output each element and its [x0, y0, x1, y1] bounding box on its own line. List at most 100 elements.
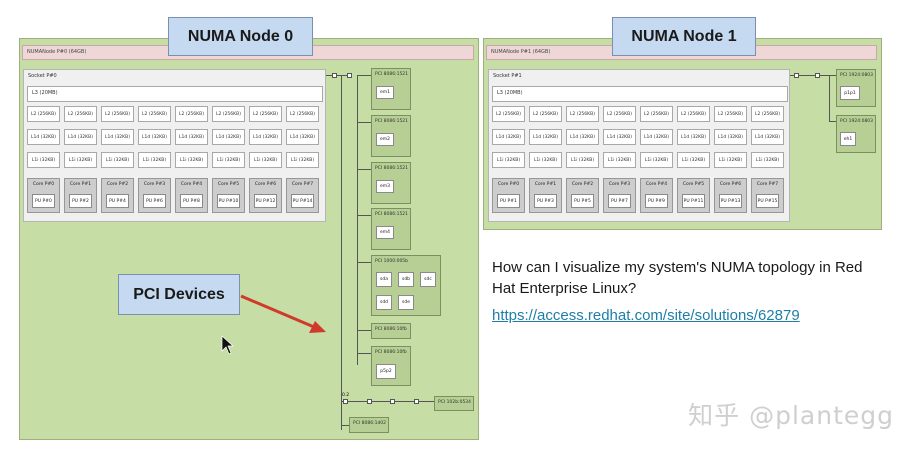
l1i-cache: L1i (32KB): [64, 152, 97, 168]
core-label: Core P#1: [534, 182, 557, 187]
bus-line: [341, 401, 434, 402]
pci-label: PCI 8086:1521: [375, 72, 409, 77]
l1d-cache: L1d (32KB): [492, 129, 525, 145]
processing-unit: PU P#13: [719, 194, 742, 208]
l1d-cache: L1d (32KB): [677, 129, 710, 145]
bus-line: [357, 215, 371, 216]
l1i-cache: L1i (32KB): [603, 152, 636, 168]
l1i-cache: L1i (32KB): [640, 152, 673, 168]
processing-unit: PU P#9: [645, 194, 668, 208]
bus-line: [820, 75, 836, 76]
processing-unit: PU P#2: [69, 194, 92, 208]
core-label: Core P#6: [719, 182, 742, 187]
l2-cache: L2 (256KB): [492, 106, 525, 122]
pci-label: PCI 8086:1521: [375, 166, 409, 171]
pci-label: PCI 1000:005b: [375, 259, 409, 264]
l2-cache: L2 (256KB): [566, 106, 599, 122]
l2-cache: L2 (256KB): [677, 106, 710, 122]
processing-unit: PU P#12: [254, 194, 277, 208]
l1d-cache: L1d (32KB): [249, 129, 282, 145]
l1i-cache: L1i (32KB): [566, 152, 599, 168]
os-device: sdb: [398, 272, 414, 287]
os-device: sda: [376, 272, 392, 287]
l1d-cache: L1d (32KB): [640, 129, 673, 145]
l1i-cache: L1i (32KB): [677, 152, 710, 168]
pci-device: PCI 102b:0534: [434, 396, 474, 411]
os-device: sdc: [420, 272, 436, 287]
solution-link[interactable]: https://access.redhat.com/site/solutions…: [492, 307, 800, 324]
l3-cache-0: L3 (20MB): [27, 86, 323, 102]
os-device: p1p1: [840, 86, 860, 100]
core-label: Core P#3: [608, 182, 631, 187]
l2-cache: L2 (256KB): [640, 106, 673, 122]
processing-unit: PU P#3: [534, 194, 557, 208]
bus-line: [357, 122, 371, 123]
l1d-cache: L1d (32KB): [138, 129, 171, 145]
core-label: Core P#5: [217, 182, 240, 187]
l1i-cache: L1i (32KB): [286, 152, 319, 168]
question-text: How can I visualize my system's NUMA top…: [492, 259, 863, 297]
pci-device: PCI 1924:0803: [836, 115, 876, 153]
os-device: eh1: [840, 132, 856, 146]
l1d-cache: L1d (32KB): [603, 129, 636, 145]
pci-label: PCI 8086:1d02: [353, 421, 387, 426]
processing-unit: PU P#10: [217, 194, 240, 208]
core-label: Core P#1: [69, 182, 92, 187]
os-device: p5p2: [376, 364, 396, 379]
cpu-core: Core P#3 PU P#7: [603, 178, 636, 213]
bus-line: [357, 169, 371, 170]
l2-cache: L2 (256KB): [101, 106, 134, 122]
os-device: em4: [376, 226, 394, 239]
core-label: Core P#0: [497, 182, 520, 187]
l2-cache: L2 (256KB): [249, 106, 282, 122]
l1d-cache: L1d (32KB): [566, 129, 599, 145]
l3-cache-1: L3 (20MB): [492, 86, 788, 102]
l2-cache: L2 (256KB): [175, 106, 208, 122]
bus-line: [829, 121, 836, 122]
l1d-cache: L1d (32KB): [751, 129, 784, 145]
os-device: em2: [376, 133, 394, 146]
socket-1-label: Socket P#1: [493, 73, 522, 79]
l2-cache: L2 (256KB): [529, 106, 562, 122]
processing-unit: PU P#6: [143, 194, 166, 208]
l1i-cache: L1i (32KB): [751, 152, 784, 168]
pci-label: PCI 1924:0803: [840, 73, 874, 78]
processing-unit: PU P#1: [497, 194, 520, 208]
l1d-cache: L1d (32KB): [101, 129, 134, 145]
l1i-cache: L1i (32KB): [138, 152, 171, 168]
bus-junction: [343, 399, 348, 404]
cpu-core: Core P#1 PU P#2: [64, 178, 97, 213]
os-device: sde: [398, 295, 414, 310]
bus-junction: [414, 399, 419, 404]
l1d-cache: L1d (32KB): [286, 129, 319, 145]
cpu-core: Core P#5 PU P#10: [212, 178, 245, 213]
l1i-cache: L1i (32KB): [492, 152, 525, 168]
cpu-core: Core P#6 PU P#13: [714, 178, 747, 213]
l2-cache: L2 (256KB): [286, 106, 319, 122]
core-label: Core P#0: [32, 182, 55, 187]
l1d-cache: L1d (32KB): [212, 129, 245, 145]
processing-unit: PU P#4: [106, 194, 129, 208]
core-label: Core P#3: [143, 182, 166, 187]
l2-cache: L2 (256KB): [751, 106, 784, 122]
l2-cache: L2 (256KB): [138, 106, 171, 122]
l1d-cache: L1d (32KB): [714, 129, 747, 145]
bus-line: [357, 262, 371, 263]
bus-junction: [332, 73, 337, 78]
os-device: em1: [376, 86, 394, 99]
processing-unit: PU P#15: [756, 194, 779, 208]
cpu-core: Core P#2 PU P#4: [101, 178, 134, 213]
core-label: Core P#2: [106, 182, 129, 187]
socket-0: Socket P#0 L3 (20MB) L2 (256KB)L2 (256KB…: [23, 69, 326, 222]
l2-cache: L2 (256KB): [714, 106, 747, 122]
processing-unit: PU P#14: [291, 194, 314, 208]
bus-junction: [815, 73, 820, 78]
processing-unit: PU P#7: [608, 194, 631, 208]
pci-label: PCI 8086:1521: [375, 212, 409, 217]
pci-label: PCI 8086:10fb: [375, 327, 407, 332]
